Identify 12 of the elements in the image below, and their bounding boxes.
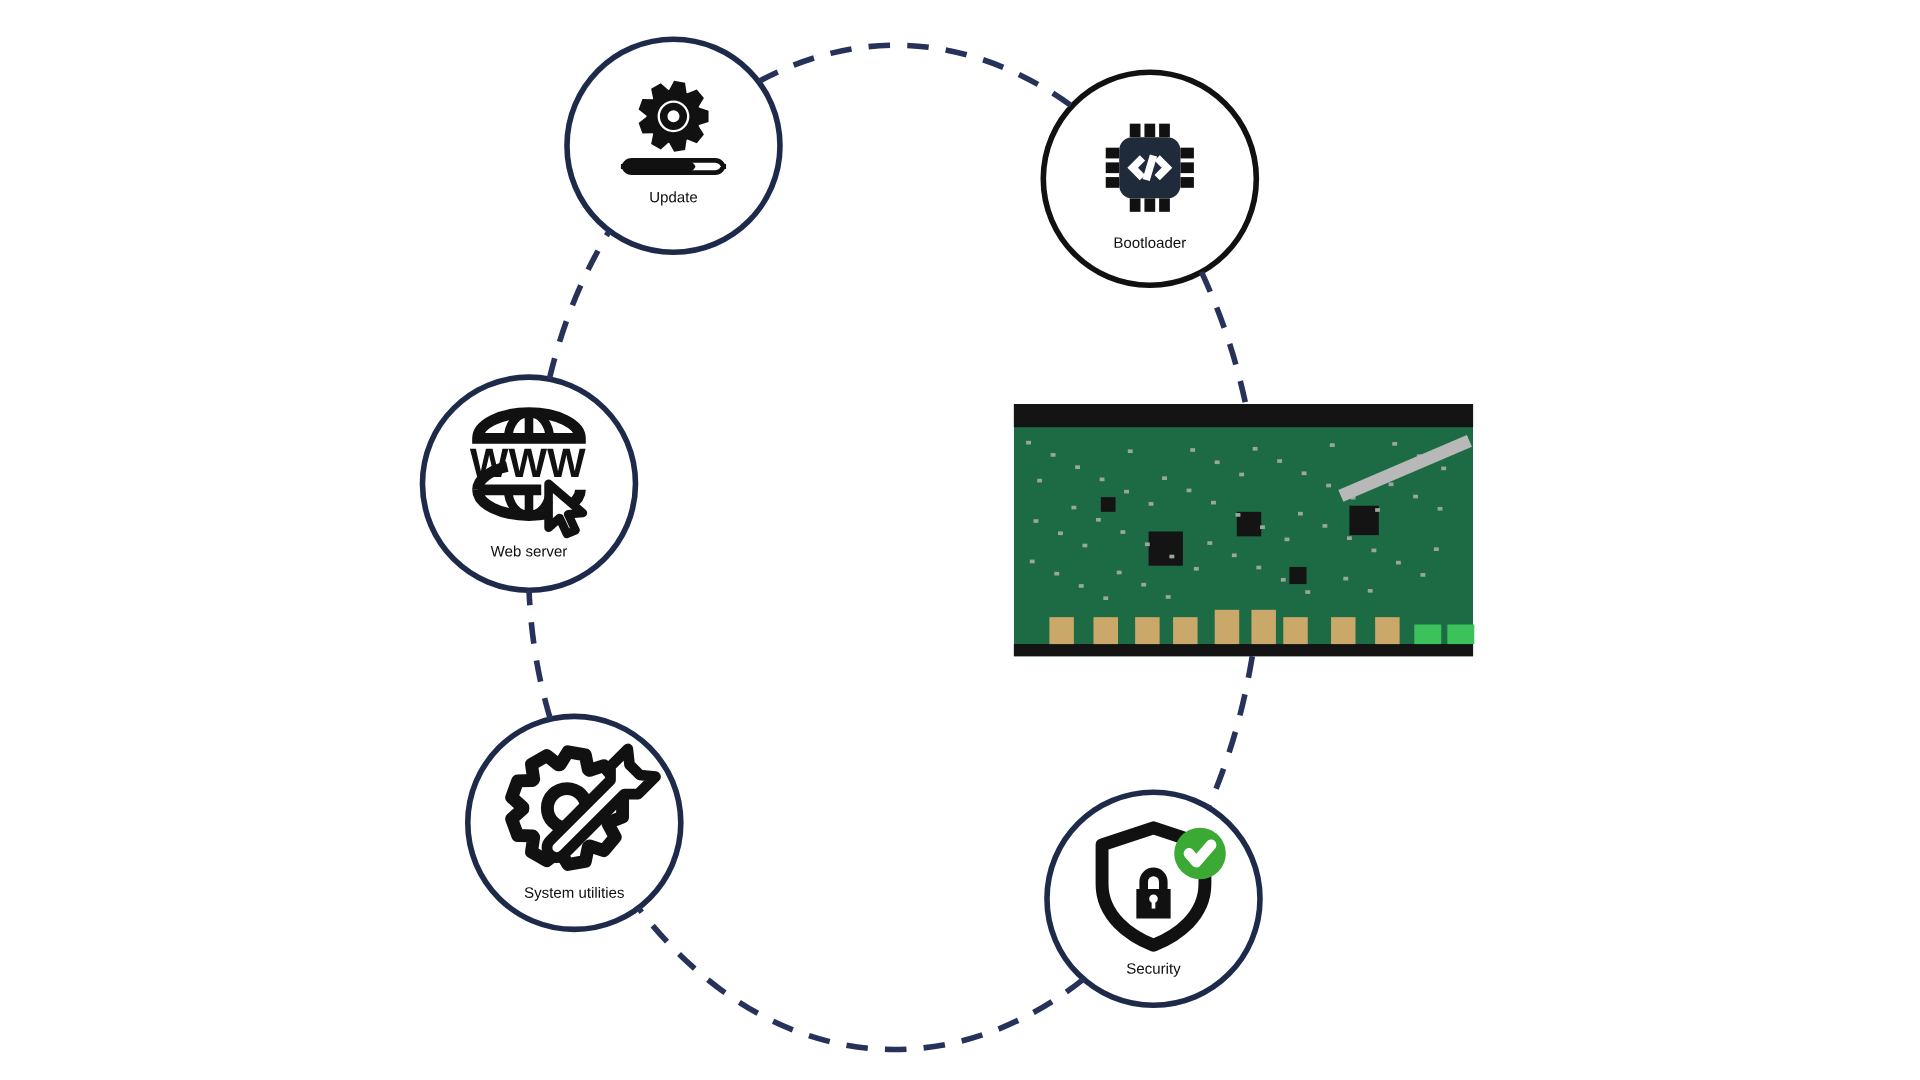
dashed-connector xyxy=(1198,270,1249,405)
node-label: Security xyxy=(1126,962,1181,977)
node-label: System utilities xyxy=(524,886,624,901)
dashed-connector xyxy=(1205,655,1256,809)
dashed-connector xyxy=(757,42,1074,109)
node-label: Web server xyxy=(490,545,568,557)
node-label: Update xyxy=(650,191,698,206)
dashed-connector xyxy=(546,229,612,380)
circuit-board-drawing xyxy=(1013,404,1475,657)
dashed-connector xyxy=(526,590,554,720)
dashed-connector xyxy=(636,906,1086,1053)
node-label: Bootloader xyxy=(1114,236,1186,248)
